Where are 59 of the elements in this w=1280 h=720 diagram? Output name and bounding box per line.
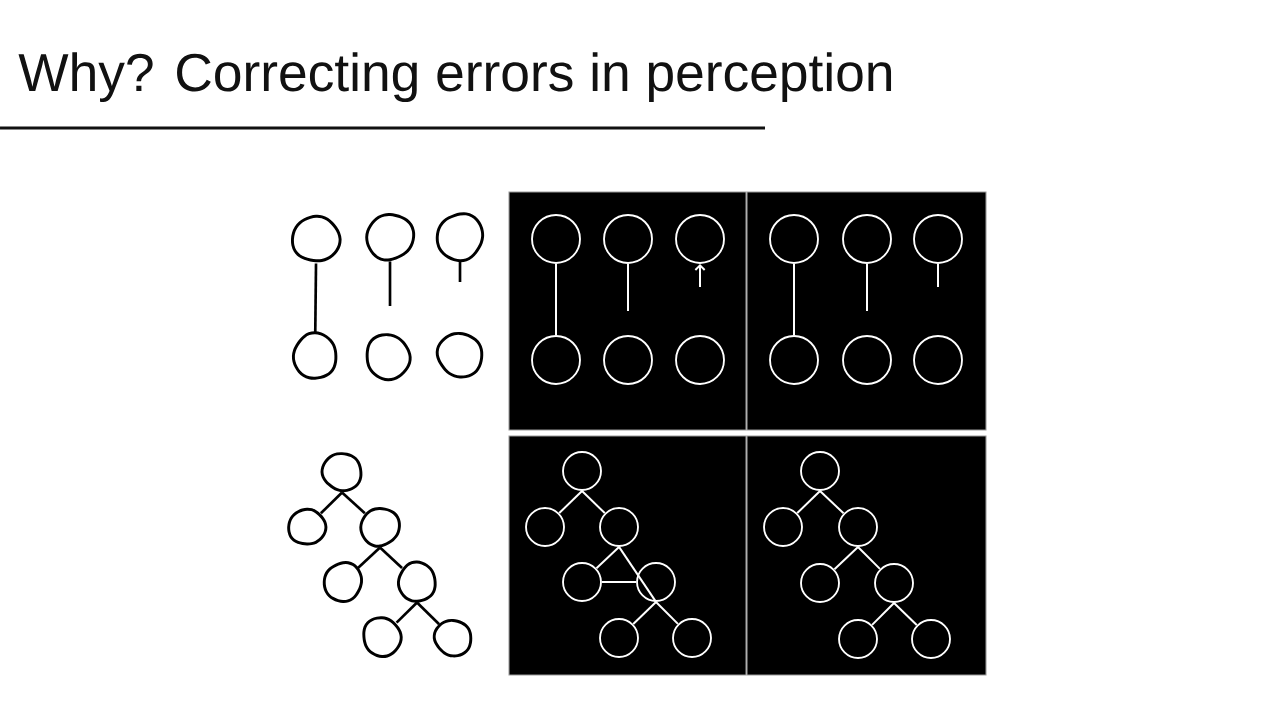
hand-drawn-circle xyxy=(435,212,485,263)
arrow xyxy=(694,263,706,288)
hand-drawn-circle xyxy=(396,560,437,603)
hand-drawn-line xyxy=(319,491,343,515)
graph-node-circle xyxy=(603,214,653,264)
graph-node-circle xyxy=(675,335,725,385)
hand-drawn-circle xyxy=(291,214,342,263)
graph-node-circle xyxy=(672,618,712,658)
connector-line xyxy=(893,601,918,627)
graph-node-circle xyxy=(769,214,819,264)
graph-node-circle xyxy=(800,563,840,603)
graph-node-circle xyxy=(525,507,565,547)
graph-node-circle xyxy=(531,335,581,385)
connector-line xyxy=(796,489,821,515)
connector-line xyxy=(627,262,629,312)
graph-node-circle xyxy=(842,335,892,385)
connector-line xyxy=(655,600,679,625)
graph-node-circle xyxy=(599,618,639,658)
graph-node-circle xyxy=(800,451,840,491)
connector-line xyxy=(595,545,620,570)
graph-node-circle xyxy=(838,507,878,547)
graph-node-circle xyxy=(562,451,602,491)
graph-node-circle xyxy=(763,507,803,547)
graph-node-circle xyxy=(913,335,963,385)
connector-line xyxy=(555,262,557,337)
connector-line xyxy=(793,262,795,337)
hand-drawn-line xyxy=(458,261,462,282)
hand-drawn-line xyxy=(379,546,403,569)
hand-drawn-line xyxy=(313,263,318,333)
connector-line xyxy=(866,262,868,312)
hand-drawn-line xyxy=(416,601,441,626)
hand-drawn-line xyxy=(388,261,392,306)
hand-drawn-line xyxy=(395,601,418,624)
connector-line xyxy=(632,600,657,626)
connector-line xyxy=(819,489,845,515)
graph-node-circle xyxy=(769,335,819,385)
graph-node-circle xyxy=(838,619,878,659)
connector-line xyxy=(857,545,881,570)
graph-node-circle xyxy=(913,214,963,264)
connector-line xyxy=(871,601,895,626)
graph-node-circle xyxy=(603,335,653,385)
connector-line xyxy=(600,581,638,583)
graph-node-circle xyxy=(911,619,951,659)
graph-node-circle xyxy=(675,214,725,264)
graph-node-circle xyxy=(531,214,581,264)
graph-node-circle xyxy=(842,214,892,264)
connector-line xyxy=(833,545,859,571)
graph-node-circle xyxy=(562,562,602,602)
graph-node-circle xyxy=(599,507,639,547)
graph-node-circle xyxy=(874,563,914,603)
connector-line xyxy=(937,262,939,288)
connector-line xyxy=(581,489,606,515)
connector-line xyxy=(618,545,657,603)
hand-drawn-line xyxy=(357,546,381,569)
connector-line xyxy=(558,489,583,515)
graph-node-circle xyxy=(636,562,676,602)
slide-title: Why? Correcting errors in perception xyxy=(18,52,892,103)
hand-drawn-line xyxy=(341,491,366,515)
hand-drawn-circle xyxy=(322,561,364,603)
